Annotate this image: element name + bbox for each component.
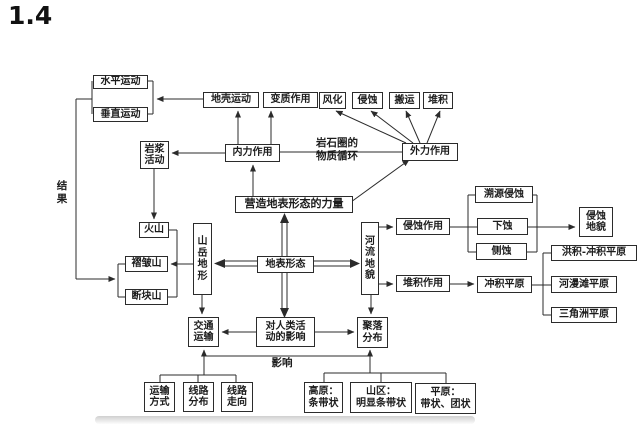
node-plateau: 高原： 条带状: [304, 382, 343, 413]
node-alluvial-plain: 冲积平原: [477, 276, 532, 293]
node-volcano: 火山: [139, 222, 169, 238]
node-proluvial-plain: 洪积-冲积平原: [551, 245, 637, 261]
node-mountain-terrain: 山 岳 地 形: [193, 223, 212, 295]
node-transport: 交通 运输: [188, 317, 219, 347]
node-external-force: 外力作用: [402, 143, 458, 161]
node-mountain-region: 山区： 明显条带状: [350, 382, 412, 413]
scan-artifact: [95, 416, 475, 424]
node-horizontal-motion: 水平运动: [93, 75, 148, 89]
page-title: 1.4: [8, 1, 53, 30]
node-line-distribution: 线路 分布: [183, 382, 214, 412]
node-erosion-action: 侵蚀作用: [396, 218, 450, 235]
node-downcutting: 下蚀: [477, 218, 528, 235]
node-floodplain-plain: 河漫滩平原: [551, 276, 617, 293]
node-settlement: 聚落 分布: [357, 317, 388, 348]
node-surface-form: 地表形态: [257, 256, 314, 273]
node-internal-force: 内力作用: [225, 144, 280, 162]
node-fault-block-mountain: 断块山: [125, 289, 168, 305]
node-crustal-motion: 地壳运动: [203, 92, 259, 108]
node-magma-activity: 岩浆 活动: [140, 141, 169, 169]
node-accumulation: 堆积作用: [396, 275, 450, 292]
label-influence: 影响: [271, 357, 293, 369]
node-weathering: 风化: [319, 92, 346, 109]
label-result: 结 果: [56, 180, 68, 205]
node-delta-plain: 三角洲平原: [551, 307, 617, 323]
node-deposition: 堆积: [423, 92, 453, 109]
node-metamorphism: 变质作用: [263, 92, 318, 108]
node-erosion: 侵蚀: [352, 92, 383, 109]
node-vertical-motion: 垂直运动: [93, 107, 148, 122]
label-rock-cycle: 岩石圈的 物质循环: [316, 137, 358, 162]
node-human-impact: 对人类活 动的影响: [256, 317, 315, 347]
node-shaping-force: 营造地表形态的力量: [235, 196, 353, 213]
node-fold-mountain: 褶皱山: [125, 256, 168, 272]
node-plain: 平原： 带状、团状: [415, 383, 476, 414]
node-transport-process: 搬运: [389, 92, 420, 109]
node-headward-erosion: 溯源侵蚀: [475, 186, 533, 203]
node-erosion-landform: 侵蚀 地貌: [579, 207, 613, 237]
node-transport-mode: 运输 方式: [144, 382, 175, 412]
node-river-landform: 河 流 地 貌: [361, 222, 379, 295]
node-lateral-erosion: 侧蚀: [476, 243, 527, 260]
node-line-direction: 线路 走向: [221, 382, 253, 412]
